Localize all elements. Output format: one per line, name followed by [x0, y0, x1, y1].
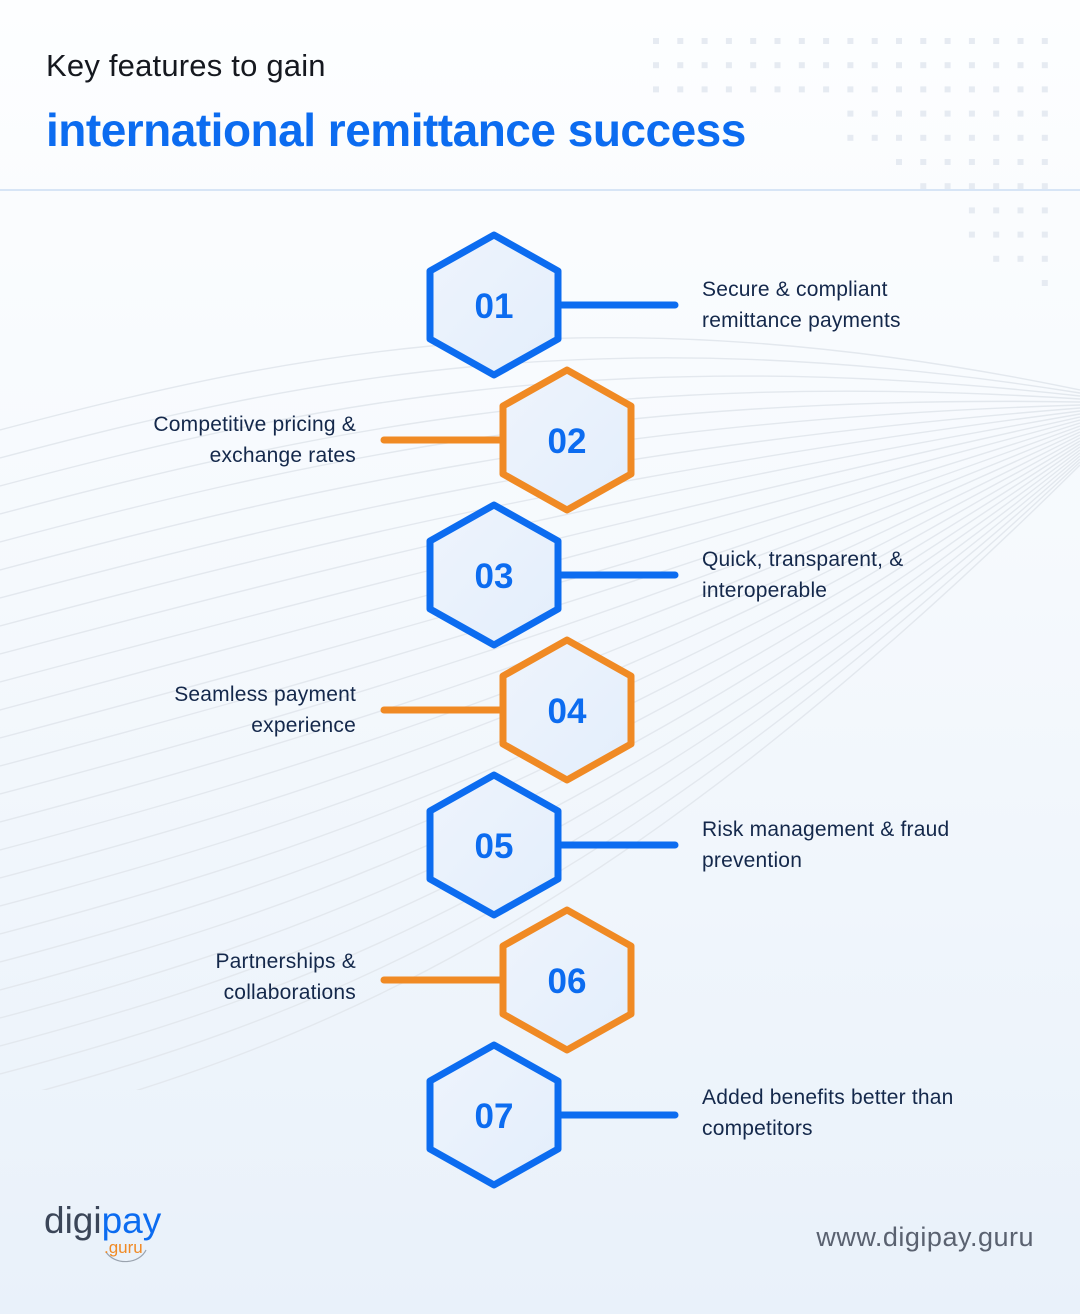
feature-02-hexagon	[380, 366, 635, 514]
feature-04-hexagon	[380, 636, 635, 784]
page-subtitle: Key features to gain	[46, 48, 326, 83]
feature-number-01: 01	[475, 287, 514, 326]
feature-label-line: exchange rates	[209, 444, 356, 467]
page-title: international remittance success	[46, 104, 746, 156]
feature-label-line: experience	[251, 714, 356, 737]
feature-number-05: 05	[475, 827, 514, 866]
feature-number-04: 04	[548, 692, 587, 731]
feature-label-line: Seamless payment	[174, 683, 356, 706]
feature-label-line: Quick, transparent, &	[702, 548, 904, 571]
feature-06-hexagon	[380, 906, 635, 1054]
feature-label-line: interoperable	[702, 579, 828, 602]
feature-number-06: 06	[548, 962, 587, 1001]
feature-number-02: 02	[548, 422, 587, 461]
feature-number-07: 07	[475, 1097, 514, 1136]
feature-label-line: collaborations	[223, 981, 356, 1004]
feature-label-line: Added benefits better than	[702, 1086, 954, 1109]
logo-guru-text: .guru	[104, 1238, 143, 1257]
feature-label-04: Seamless payment experience	[174, 679, 356, 741]
feature-label-03: Quick, transparent, & interoperable	[702, 544, 903, 606]
feature-label-07: Added benefits better than competitors	[702, 1082, 954, 1144]
feature-05-hexagon	[426, 771, 679, 919]
feature-01-hexagon	[426, 231, 679, 379]
logo-wordmark: digipay	[44, 1200, 161, 1242]
feature-number-03: 03	[475, 557, 514, 596]
feature-label-line: prevention	[702, 849, 803, 872]
logo-arc-icon	[105, 1249, 147, 1263]
feature-label-05: Risk management & fraud prevention	[702, 814, 949, 876]
feature-label-line: Competitive pricing &	[153, 413, 356, 436]
feature-label-line: Risk management & fraud	[702, 818, 950, 841]
header-divider	[0, 189, 1080, 191]
feature-07-hexagon	[426, 1041, 679, 1189]
feature-label-01: Secure & compliant remittance payments	[702, 274, 901, 336]
feature-label-line: remittance payments	[702, 309, 901, 332]
logo-digi-text: digi	[44, 1200, 102, 1241]
logo-pay-text: pay	[101, 1200, 162, 1241]
feature-label-line: Partnerships &	[215, 950, 356, 973]
header: Key features to gain international remit…	[46, 48, 746, 156]
feature-label-line: Secure & compliant	[702, 278, 888, 301]
digipay-logo: digipay .guru	[44, 1200, 184, 1280]
feature-label-line: competitors	[702, 1117, 813, 1140]
feature-label-02: Competitive pricing & exchange rates	[153, 409, 356, 471]
feature-label-06: Partnerships & collaborations	[215, 946, 356, 1008]
feature-03-hexagon	[426, 501, 679, 649]
dot-grid-decoration	[653, 38, 1048, 286]
website-url[interactable]: www.digipay.guru	[816, 1222, 1034, 1252]
